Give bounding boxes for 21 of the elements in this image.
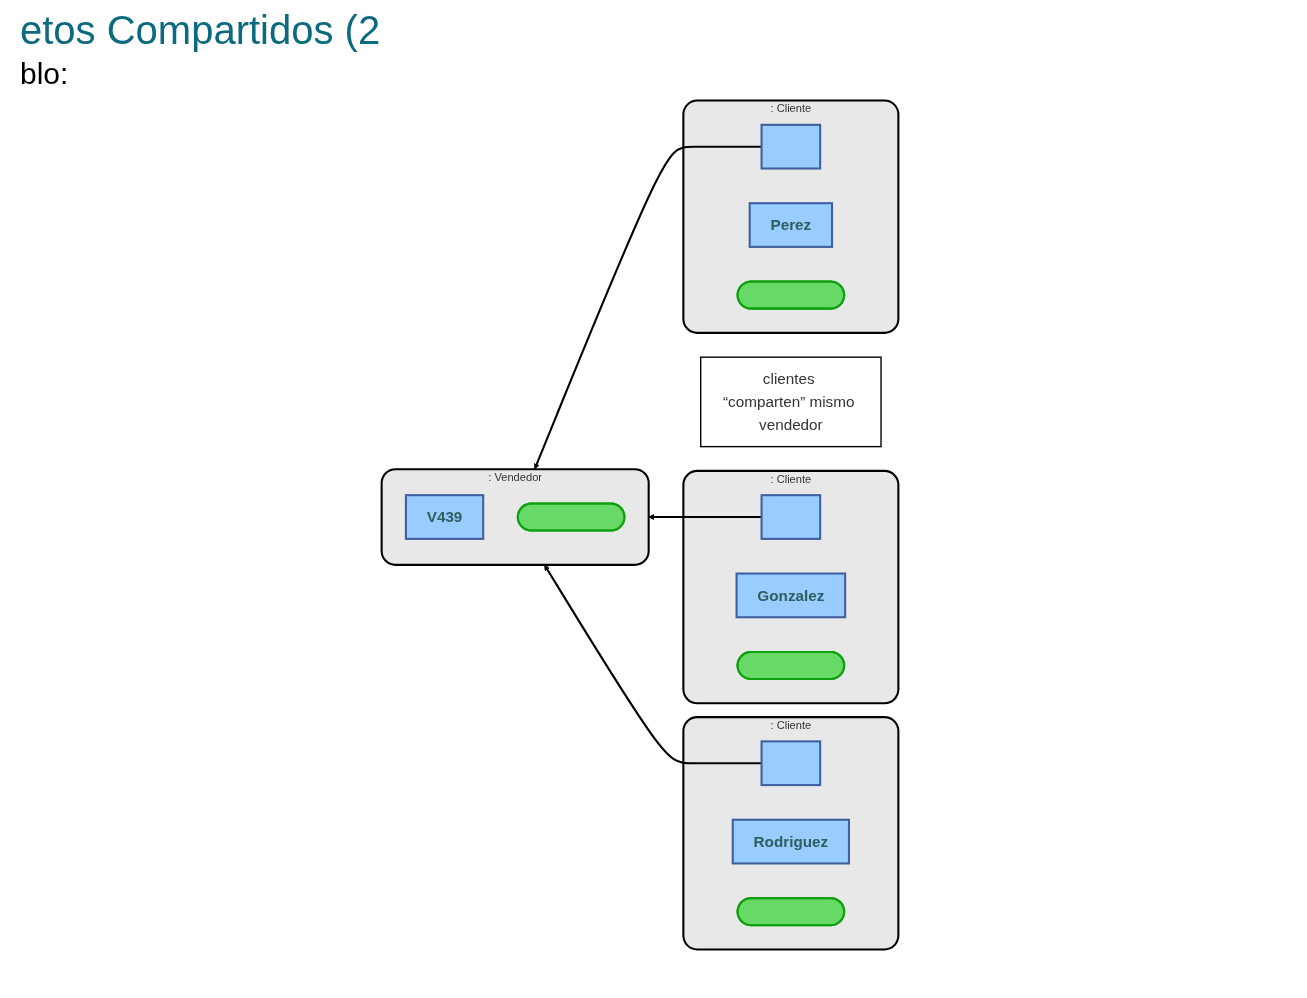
node-box: V439 bbox=[404, 494, 485, 540]
arrow bbox=[648, 513, 762, 521]
node-box bbox=[760, 494, 822, 540]
node-label: : Cliente bbox=[770, 102, 812, 115]
text-label: blo: bbox=[20, 57, 70, 91]
cluster bbox=[380, 468, 650, 566]
node-box: Rodriguez bbox=[731, 818, 850, 865]
cluster bbox=[682, 716, 900, 951]
arrow bbox=[544, 564, 762, 765]
arrow bbox=[533, 145, 762, 470]
node-label: : Vendedor bbox=[488, 471, 542, 484]
node-box: clientes “comparten” mismo vendedor bbox=[700, 356, 882, 448]
node-label: : Cliente bbox=[770, 472, 812, 485]
slide-title: etos Compartidos (2 bbox=[20, 8, 382, 53]
cluster bbox=[682, 469, 900, 705]
node-label: : Cliente bbox=[770, 719, 812, 731]
node-box bbox=[760, 740, 822, 787]
cluster bbox=[682, 99, 900, 334]
node-box bbox=[760, 123, 822, 170]
node-box: Perez bbox=[748, 202, 834, 248]
node-box: Gonzalez bbox=[735, 572, 847, 619]
